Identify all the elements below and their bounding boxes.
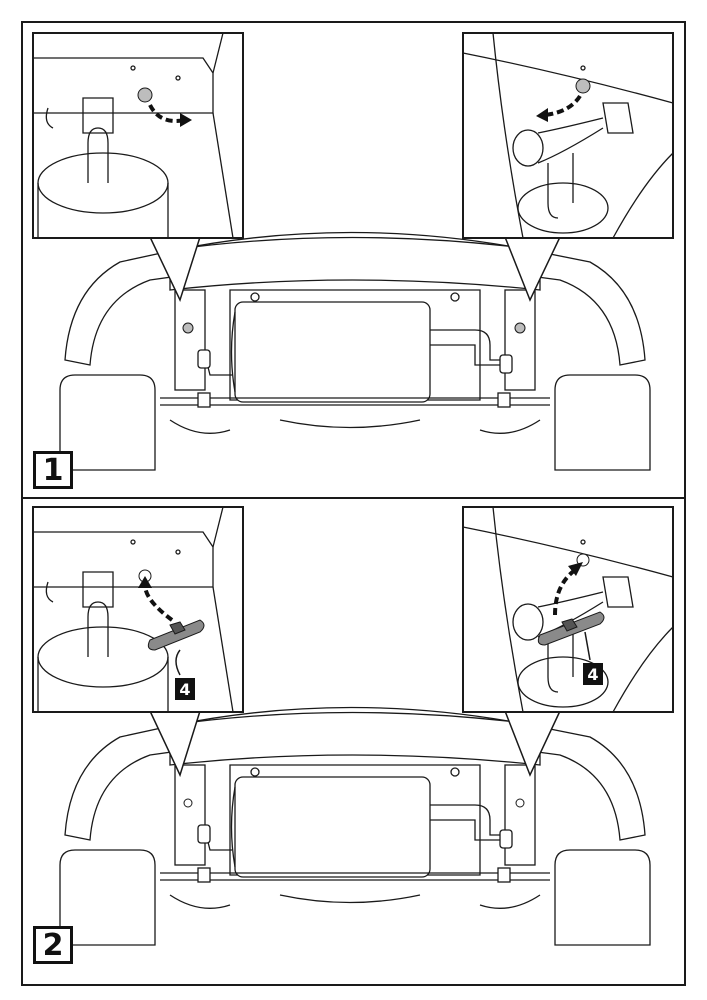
part-callout-left: 4 — [175, 678, 195, 700]
bolt-left — [183, 798, 193, 808]
step-1-inset-left — [32, 32, 244, 303]
arrow-head-icon — [536, 108, 548, 122]
hanger-hole — [137, 87, 153, 103]
arrow-head-icon — [180, 113, 192, 127]
hanger-hole — [575, 78, 591, 94]
step-2-inset-right — [462, 506, 674, 777]
step-1-overview — [59, 231, 651, 471]
dashed-arrow — [143, 584, 174, 622]
mount-hole-left — [182, 322, 194, 334]
step-2-overview — [59, 706, 651, 946]
mount-hole-right — [514, 322, 526, 334]
step-number-2: 2 — [33, 926, 73, 964]
step-number-1: 1 — [33, 451, 73, 489]
bolt-right — [515, 798, 525, 808]
bracket-part — [147, 619, 205, 651]
arrow-head-icon — [568, 562, 583, 576]
step-1-inset-right — [462, 32, 674, 302]
outer-frame — [21, 21, 686, 986]
dashed-arrow — [544, 94, 582, 117]
arrow-head-icon — [138, 576, 152, 588]
step-2-inset-left — [32, 506, 244, 778]
dashed-arrow — [553, 568, 577, 616]
part-callout-right: 4 — [583, 663, 603, 685]
